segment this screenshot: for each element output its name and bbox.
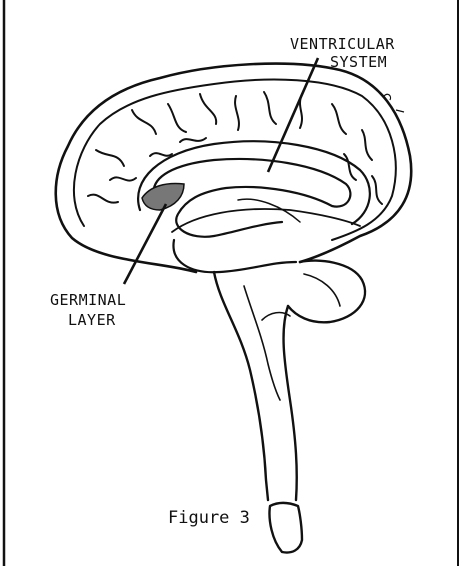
cerebellum-fold: [304, 274, 340, 306]
ventricle-inner-contour: [172, 209, 360, 232]
ventricular-system-label-line2: SYSTEM: [330, 52, 387, 72]
brainstem-left: [214, 272, 268, 500]
figure-caption: Figure 3: [168, 508, 250, 528]
germinal-layer-label-line2: LAYER: [68, 310, 116, 330]
scan-mark: [396, 110, 404, 112]
ventricular-system-pointer: [268, 58, 318, 172]
ventricular-system-label-line1: VENTRICULAR: [290, 34, 395, 54]
brainstem-right: [284, 306, 297, 500]
germinal-layer-pointer: [124, 204, 166, 284]
brainstem-inner: [244, 286, 280, 400]
germinal-layer-label-line1: GERMINAL: [50, 290, 126, 310]
diencephalon: [173, 240, 296, 272]
cerebellum: [288, 261, 365, 323]
spinal-cord-segment: [270, 503, 303, 553]
germinal-layer-shading: [142, 184, 184, 210]
